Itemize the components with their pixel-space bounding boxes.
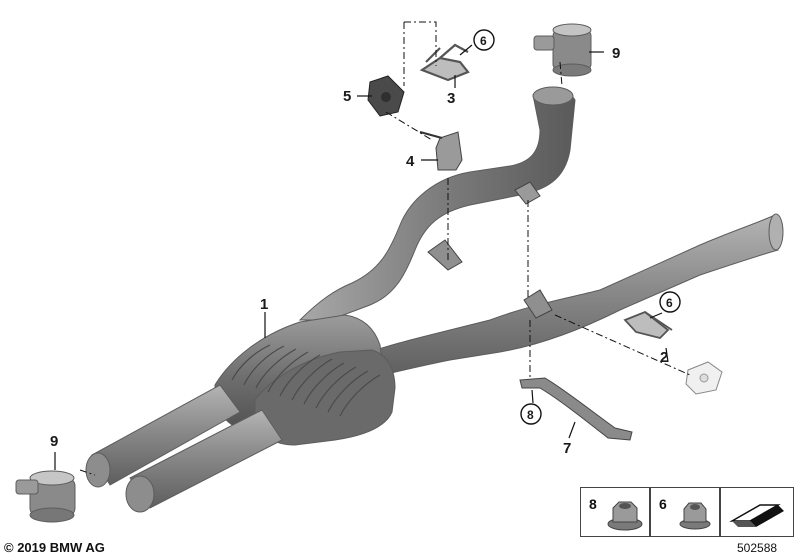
callout-9-bottom: 9 [50, 433, 58, 450]
inlet-pipe-lower[interactable] [125, 409, 283, 513]
callout-6-top: 6 [480, 34, 487, 48]
direction-arrow-icon [729, 504, 784, 527]
callout-6-circle-top [473, 29, 495, 51]
bracket-4[interactable] [419, 131, 463, 171]
legend-item-6: 6 [650, 487, 720, 537]
callout-6-right: 6 [666, 296, 673, 310]
diagram-id: 502588 [737, 541, 778, 555]
legend-item-arrow [720, 487, 794, 537]
pipe-hanger-upper[interactable] [427, 239, 463, 271]
callout-1: 1 [260, 296, 268, 313]
callout-2: 2 [660, 349, 668, 366]
lower-pipe[interactable] [359, 213, 784, 379]
support-strap[interactable] [519, 377, 633, 441]
callout-8-circle [520, 403, 542, 425]
inlet-pipe-upper[interactable] [85, 384, 241, 488]
legend-item-8: 8 [580, 487, 650, 537]
callouts: 1 2 3 4 5 6 6 7 8 9 9 [50, 29, 681, 457]
flange-nut-large-icon [607, 501, 643, 531]
fastener-legend: 8 6 [580, 487, 794, 537]
callout-4: 4 [406, 153, 415, 170]
callout-9-top: 9 [612, 45, 620, 62]
callout-8: 8 [527, 408, 534, 422]
pipe-hanger-mid[interactable] [514, 181, 541, 205]
legend-label-6: 6 [659, 496, 667, 512]
callout-6-circle-right [659, 291, 681, 313]
pipe-hanger-lower[interactable] [523, 289, 553, 319]
exhaust-clamp-top[interactable] [533, 23, 592, 77]
legend-label-8: 8 [589, 496, 597, 512]
hanger-bracket-right[interactable] [623, 310, 673, 339]
exhaust-clamp-bottom[interactable] [15, 470, 76, 523]
callout-7: 7 [563, 440, 571, 457]
hanger-bracket-upper[interactable] [419, 43, 470, 82]
callout-5: 5 [343, 88, 351, 105]
rubber-mount-upper[interactable] [367, 75, 405, 117]
leader-lines [54, 44, 669, 470]
upper-pipe[interactable] [298, 86, 576, 321]
callout-3: 3 [447, 90, 455, 107]
assembly-lines [79, 21, 691, 476]
copyright-notice: © 2019 BMW AG [4, 540, 105, 555]
center-muffler[interactable] [214, 314, 396, 446]
rubber-mount-right[interactable] [685, 361, 723, 395]
flange-nut-small-icon [679, 502, 711, 530]
